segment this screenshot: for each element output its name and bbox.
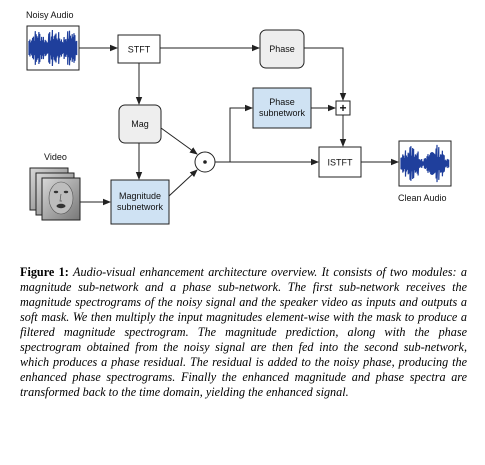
connectors — [79, 44, 399, 206]
mag-block: Mag — [118, 104, 162, 144]
phase-subnetwork-label-line1: Phase — [269, 97, 295, 107]
architecture-diagram: Noisy Audio STFT Phase Mag Phase subnetw… — [26, 10, 452, 225]
clean-audio-label: Clean Audio — [398, 193, 447, 203]
phase-subnetwork-label-line2: subnetwork — [259, 108, 306, 118]
magnitude-subnetwork-label-line2: subnetwork — [117, 202, 164, 212]
caption-text: Audio-visual enhancement architecture ov… — [20, 265, 467, 399]
multiply-node — [194, 151, 216, 173]
stft-label: STFT — [128, 45, 151, 55]
figure-caption: Figure 1: Audio-visual enhancement archi… — [20, 265, 467, 400]
magnitude-subnetwork-label-line1: Magnitude — [119, 191, 161, 201]
istft-label: ISTFT — [328, 158, 353, 168]
magnitude-subnetwork-block: Magnitude subnetwork — [110, 179, 170, 225]
video-frames — [29, 167, 81, 221]
video-label: Video — [44, 152, 67, 162]
phase-label: Phase — [269, 44, 295, 54]
caption-lead: Figure 1: — [20, 265, 69, 279]
phase-subnetwork-block: Phase subnetwork — [252, 87, 312, 129]
add-node: + — [335, 100, 351, 116]
plus-label: + — [339, 101, 346, 115]
stft-block: STFT — [117, 34, 161, 64]
istft-block: ISTFT — [318, 146, 362, 178]
noisy-audio-label: Noisy Audio — [26, 10, 74, 20]
clean-audio-waveform — [398, 140, 452, 187]
mag-label: Mag — [131, 119, 149, 129]
phase-block: Phase — [259, 29, 305, 69]
noisy-audio-waveform — [26, 25, 80, 71]
